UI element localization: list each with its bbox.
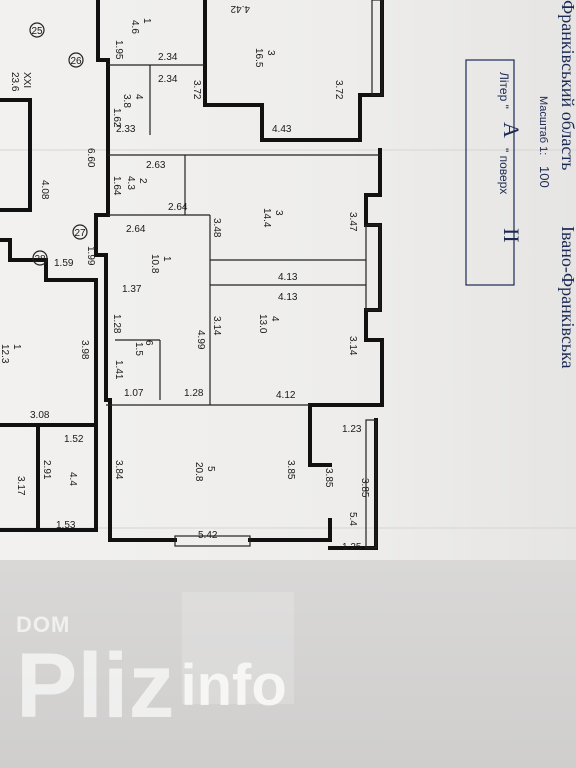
dimension-label: 4.42	[230, 3, 250, 14]
room-number: 6	[143, 340, 154, 346]
axis-marker-26: 26	[70, 56, 82, 67]
room-area: 4.4	[67, 472, 78, 486]
room-area: 5.4	[347, 512, 358, 526]
scale-label: Масштаб 1:	[537, 96, 549, 155]
dimension-label: 3.17	[15, 476, 26, 496]
dimension-label: 1.28	[184, 388, 204, 399]
dimension-label: 3.08	[30, 410, 50, 421]
room-area: 23.6	[9, 72, 20, 92]
room-area: 1.5	[133, 342, 144, 356]
scale-value: 100	[537, 166, 552, 188]
watermark-main: Pliz	[16, 635, 175, 737]
windows	[174, 0, 383, 549]
dimension-label: 2.64	[168, 202, 188, 213]
title-block: Франківський область Івано-Франківська М…	[465, 0, 576, 369]
dimension-label: 4.13	[278, 292, 298, 303]
room-area: 16.5	[253, 48, 264, 68]
dimension-label: 2.34	[158, 74, 178, 85]
dimension-label: 2.33	[116, 124, 136, 135]
partitions	[106, 64, 380, 406]
dimension-label: 3.14	[347, 336, 358, 356]
room-area: 20.8	[193, 462, 204, 482]
dimension-label: 3.72	[191, 80, 202, 100]
dimension-label: 4.99	[195, 330, 206, 350]
floor-plan: 25 26 27 28 4.42 1.95 2.34 2.34 3.72 3.7…	[0, 0, 576, 553]
room-area: 10.8	[149, 254, 160, 274]
dimension-label: 2.34	[158, 52, 178, 63]
watermark-small: DOM	[16, 612, 71, 637]
dimension-label: 4.12	[276, 390, 296, 401]
dimension-label: 4.13	[278, 272, 298, 283]
watermark-suffix: info	[180, 653, 287, 718]
dimension-label: 1.41	[113, 360, 124, 380]
dimension-label: 3.85	[323, 468, 334, 488]
dimension-labels: 4.42 1.95 2.34 2.34 3.72 3.72 1.62 2.33 …	[15, 3, 370, 553]
dimension-label: 1.23	[342, 424, 362, 435]
axis-marker-28: 28	[34, 254, 46, 265]
dimension-label: 4.08	[39, 180, 50, 200]
watermark-box	[182, 592, 294, 704]
room-number: 1	[161, 256, 172, 262]
dimension-label: 2.63	[146, 160, 166, 171]
neighbor-walls	[0, 98, 98, 532]
dimension-label: 1.25	[342, 542, 362, 553]
dimension-label: 1.28	[111, 314, 122, 334]
dimension-label: 1.07	[124, 388, 144, 399]
dimension-label: 2.64	[126, 224, 146, 235]
dimension-label: 1.64	[111, 176, 122, 196]
room-number: 2	[137, 178, 148, 184]
dimension-label: 3.84	[113, 460, 124, 480]
room-area: 13.0	[257, 314, 268, 334]
room-area: 14.4	[261, 208, 272, 228]
room-number: 1	[11, 344, 22, 350]
dimension-label: 1.95	[113, 40, 124, 60]
room-number: 5	[205, 466, 216, 472]
liter-value: А	[499, 122, 524, 138]
floor-value: II	[499, 228, 524, 243]
axis-markers: 25 26 27 28	[29, 22, 88, 266]
axis-marker-25: 25	[31, 26, 43, 37]
room-number: XXI	[21, 72, 32, 88]
dimension-label: 3.85	[285, 460, 296, 480]
dimension-label: 1.99	[85, 246, 96, 266]
dimension-label: 6.60	[85, 148, 96, 168]
dimension-label: 3.14	[211, 316, 222, 336]
room-area: 12.3	[0, 344, 10, 364]
table-surface	[0, 560, 576, 768]
room-labels: 1 4.6 3 16.5 4 3.8 2 4.3 3 14.4 1 10.8 4…	[0, 18, 358, 526]
room-area: 4.3	[125, 176, 136, 190]
dimension-label: 3.48	[211, 218, 222, 238]
dimension-label: 1.59	[54, 258, 74, 269]
dimension-label: 3.85	[359, 478, 370, 498]
dimension-label: 1.53	[56, 520, 76, 531]
dimension-label: 3.72	[333, 80, 344, 100]
dimension-label: 4.43	[272, 124, 292, 135]
room-area: 4.6	[129, 20, 140, 34]
dimension-label: 3.47	[347, 212, 358, 232]
dimension-label: 1.62	[111, 108, 122, 128]
room-area: 3.8	[121, 94, 132, 108]
liter-label: Літер "	[497, 72, 511, 109]
room-number: 1	[141, 18, 152, 24]
dimension-label: 3.98	[79, 340, 90, 360]
city-text: Івано-Франківська	[558, 226, 576, 369]
room-number: 3	[265, 50, 276, 56]
dimension-label: 1.52	[64, 434, 84, 445]
room-number: 4	[269, 316, 280, 322]
dimension-label: 2.91	[41, 460, 52, 480]
room-number: 4	[133, 94, 144, 100]
dimension-label: 1.37	[122, 284, 142, 295]
region-text: Франківський область	[558, 0, 576, 170]
dimension-label: 5.42	[198, 530, 218, 541]
floor-label: " поверх	[497, 148, 511, 194]
axis-marker-27: 27	[74, 228, 86, 239]
watermark: DOM Pliz info	[16, 612, 287, 732]
room-number: 3	[273, 210, 284, 216]
